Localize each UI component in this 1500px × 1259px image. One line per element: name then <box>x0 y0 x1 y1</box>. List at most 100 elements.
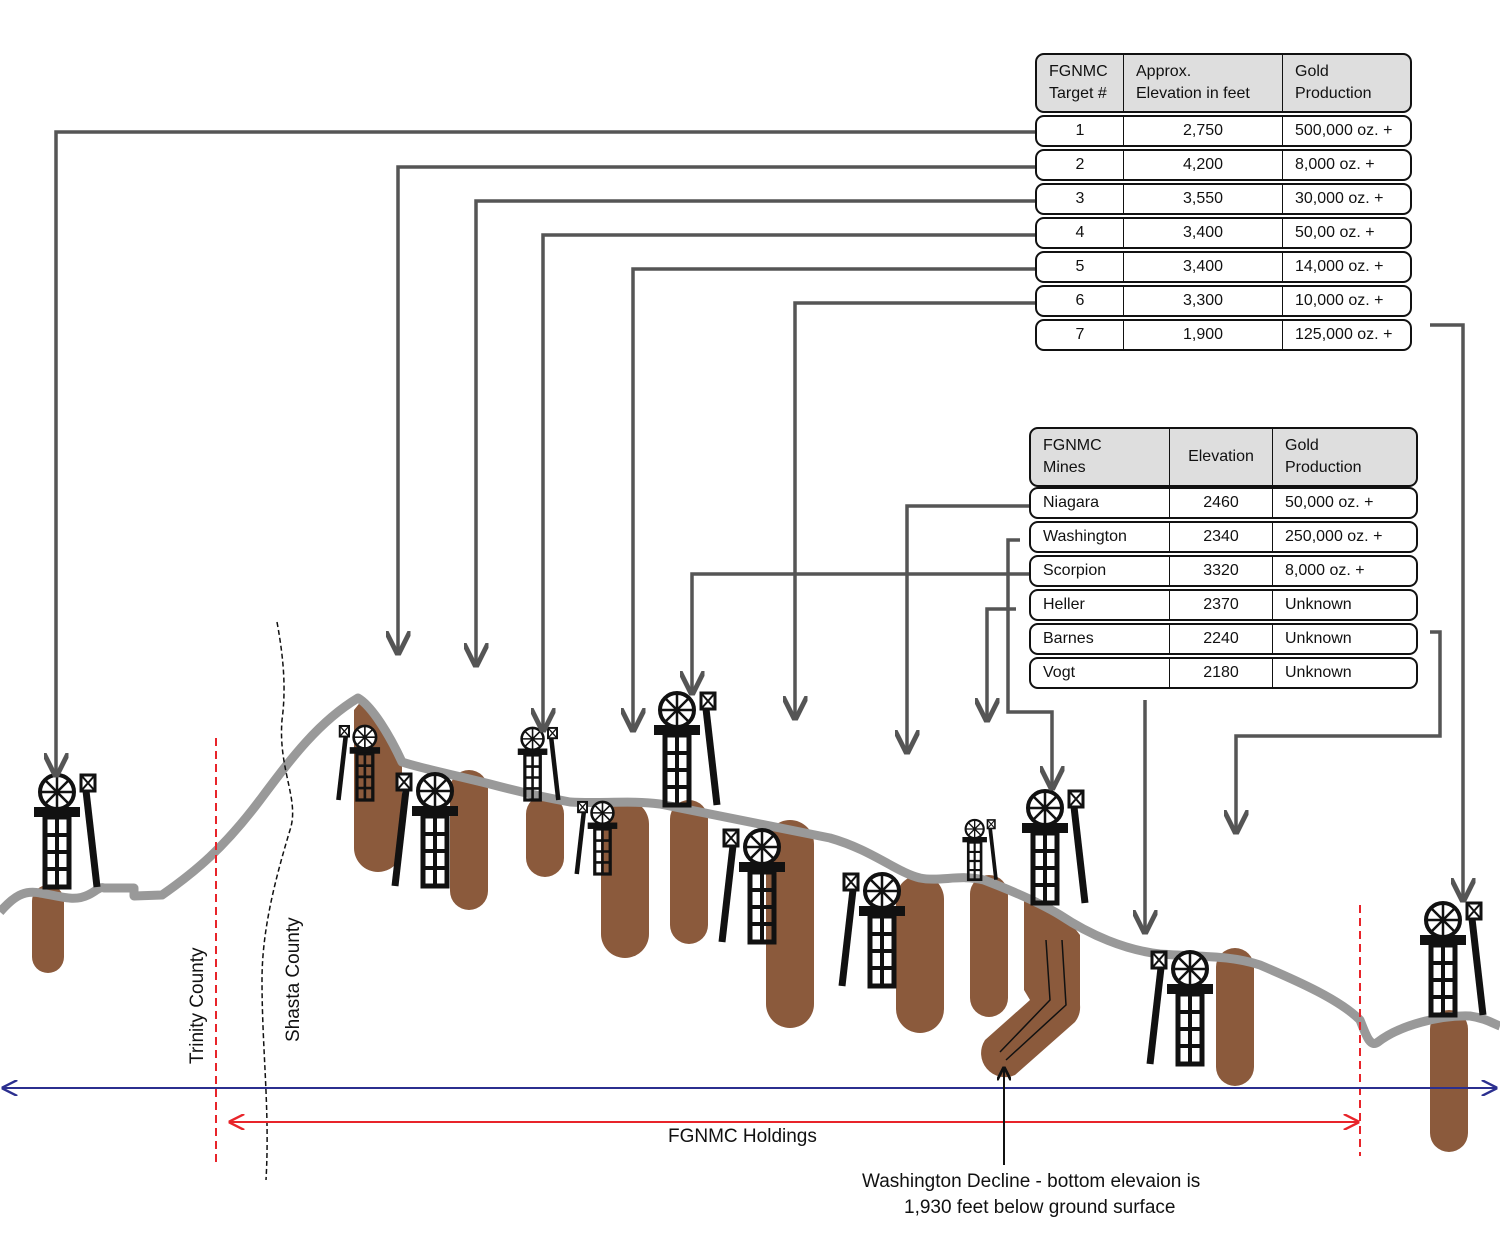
table-row: Heller 2370 Unknown <box>1029 589 1418 621</box>
holdings-label: FGNMC Holdings <box>668 1126 817 1147</box>
mines-table-header: FGNMC Mines Elevation Gold Production <box>1029 427 1418 487</box>
decline-note-line1: Washington Decline - bottom elevaion is <box>862 1171 1201 1192</box>
targets-header-target: FGNMC Target # <box>1037 55 1124 111</box>
mine-production: 8,000 oz. + <box>1285 562 1365 580</box>
decline-outline <box>999 939 1067 1061</box>
leader-washington <box>1006 538 1052 788</box>
headframe-icon <box>1420 903 1483 1015</box>
target-production: 50,00 oz. + <box>1295 224 1375 242</box>
shaft-target-3 <box>450 770 488 910</box>
target-number: 1 <box>1037 117 1124 145</box>
mine-name: Washington <box>1031 523 1170 551</box>
table-row: 5 3,400 14,000 oz. + <box>1035 251 1412 283</box>
mine-production: Unknown <box>1285 596 1352 614</box>
table-row: 4 3,400 50,00 oz. + <box>1035 217 1412 249</box>
shaft-target-1 <box>32 885 64 973</box>
shaft-target-5 <box>601 800 649 958</box>
targets-table: FGNMC Target # Approx. Elevation in feet… <box>1035 53 1412 351</box>
mine-elevation: 2180 <box>1170 659 1273 687</box>
table-row: Vogt 2180 Unknown <box>1029 657 1418 689</box>
target-number: 3 <box>1037 185 1124 213</box>
headframe-icon <box>1150 952 1213 1064</box>
target-production: 8,000 oz. + <box>1295 156 1375 174</box>
mine-elevation: 2460 <box>1170 489 1273 517</box>
leader-target-7 <box>1430 323 1463 900</box>
shaft-target-7 <box>1430 1010 1468 1152</box>
table-row: Scorpion 3320 8,000 oz. + <box>1029 555 1418 587</box>
target-elevation: 3,550 <box>1124 185 1283 213</box>
mine-production: Unknown <box>1285 664 1352 682</box>
table-row: Washington 2340 250,000 oz. + <box>1029 521 1418 553</box>
target-leaders <box>56 130 1463 900</box>
mine-name: Niagara <box>1031 489 1170 517</box>
headframe-icon <box>34 775 97 887</box>
leader-scorpion <box>692 572 1030 693</box>
table-row: Niagara 2460 50,000 oz. + <box>1029 487 1418 519</box>
target-elevation: 3,400 <box>1124 219 1283 247</box>
target-production: 10,000 oz. + <box>1295 292 1384 310</box>
trinity-county-label: Trinity County <box>187 947 208 1065</box>
headframe-icons <box>34 693 1483 1064</box>
target-production: 14,000 oz. + <box>1295 258 1384 276</box>
target-number: 2 <box>1037 151 1124 179</box>
mine-leaders <box>692 504 1442 932</box>
table-row: 7 1,900 125,000 oz. + <box>1035 319 1412 351</box>
headframe-icon <box>722 830 785 942</box>
target-number: 7 <box>1037 321 1124 349</box>
terrain-profile <box>0 693 1500 1048</box>
target-elevation: 1,900 <box>1124 321 1283 349</box>
mine-name: Heller <box>1031 591 1170 619</box>
headframe-icon <box>395 774 458 886</box>
mine-production: 250,000 oz. + <box>1285 528 1383 546</box>
leader-target-4 <box>543 233 1036 730</box>
shaft-heller <box>970 875 1008 1017</box>
mine-elevation: 2370 <box>1170 591 1273 619</box>
table-row: 2 4,200 8,000 oz. + <box>1035 149 1412 181</box>
mine-production: 50,000 oz. + <box>1285 494 1374 512</box>
leader-target-2 <box>398 165 1036 653</box>
leader-target-6 <box>795 301 1036 718</box>
target-production: 500,000 oz. + <box>1295 122 1393 140</box>
headframe-icon <box>1022 791 1085 903</box>
leader-target-5 <box>633 267 1036 730</box>
table-row: 6 3,300 10,000 oz. + <box>1035 285 1412 317</box>
table-row: Barnes 2240 Unknown <box>1029 623 1418 655</box>
targets-table-header: FGNMC Target # Approx. Elevation in feet… <box>1035 53 1412 113</box>
headframe-icon <box>654 693 717 805</box>
shaft-target-4 <box>526 795 564 877</box>
mine-elevation: 3320 <box>1170 557 1273 585</box>
target-production: 30,000 oz. + <box>1295 190 1384 208</box>
shaft-washington-decline <box>981 900 1081 1078</box>
shaft-barnes <box>1216 948 1254 1086</box>
target-elevation: 4,200 <box>1124 151 1283 179</box>
leader-barnes <box>1236 630 1442 832</box>
mine-name: Vogt <box>1031 659 1170 687</box>
target-elevation: 3,400 <box>1124 253 1283 281</box>
mine-name: Barnes <box>1031 625 1170 653</box>
shaft-scorpion <box>670 800 708 944</box>
mine-elevation: 2240 <box>1170 625 1273 653</box>
mines-table: FGNMC Mines Elevation Gold Production Ni… <box>1029 427 1418 691</box>
target-production: 125,000 oz. + <box>1295 326 1393 344</box>
mines-header-mine: FGNMC Mines <box>1031 429 1170 485</box>
mines-header-production: Gold Production <box>1285 437 1362 476</box>
headframe-icon <box>577 802 618 874</box>
shasta-county-label: Shasta County <box>283 917 304 1042</box>
headframe-icon <box>960 818 998 882</box>
leader-niagara <box>907 504 1030 752</box>
leader-target-1 <box>56 130 1036 775</box>
shaft-niagara <box>896 875 944 1033</box>
county-boundary <box>261 621 294 1181</box>
targets-header-production: Gold Production <box>1295 63 1372 102</box>
target-elevation: 3,300 <box>1124 287 1283 315</box>
decline-note-line2: 1,930 feet below ground surface <box>904 1197 1176 1218</box>
headframe-icon <box>842 874 905 986</box>
headframe-icon <box>518 728 559 800</box>
mine-production: Unknown <box>1285 630 1352 648</box>
table-row: 1 2,750 500,000 oz. + <box>1035 115 1412 147</box>
target-number: 5 <box>1037 253 1124 281</box>
leader-target-3 <box>476 199 1036 665</box>
mine-elevation: 2340 <box>1170 523 1273 551</box>
mine-name: Scorpion <box>1031 557 1170 585</box>
